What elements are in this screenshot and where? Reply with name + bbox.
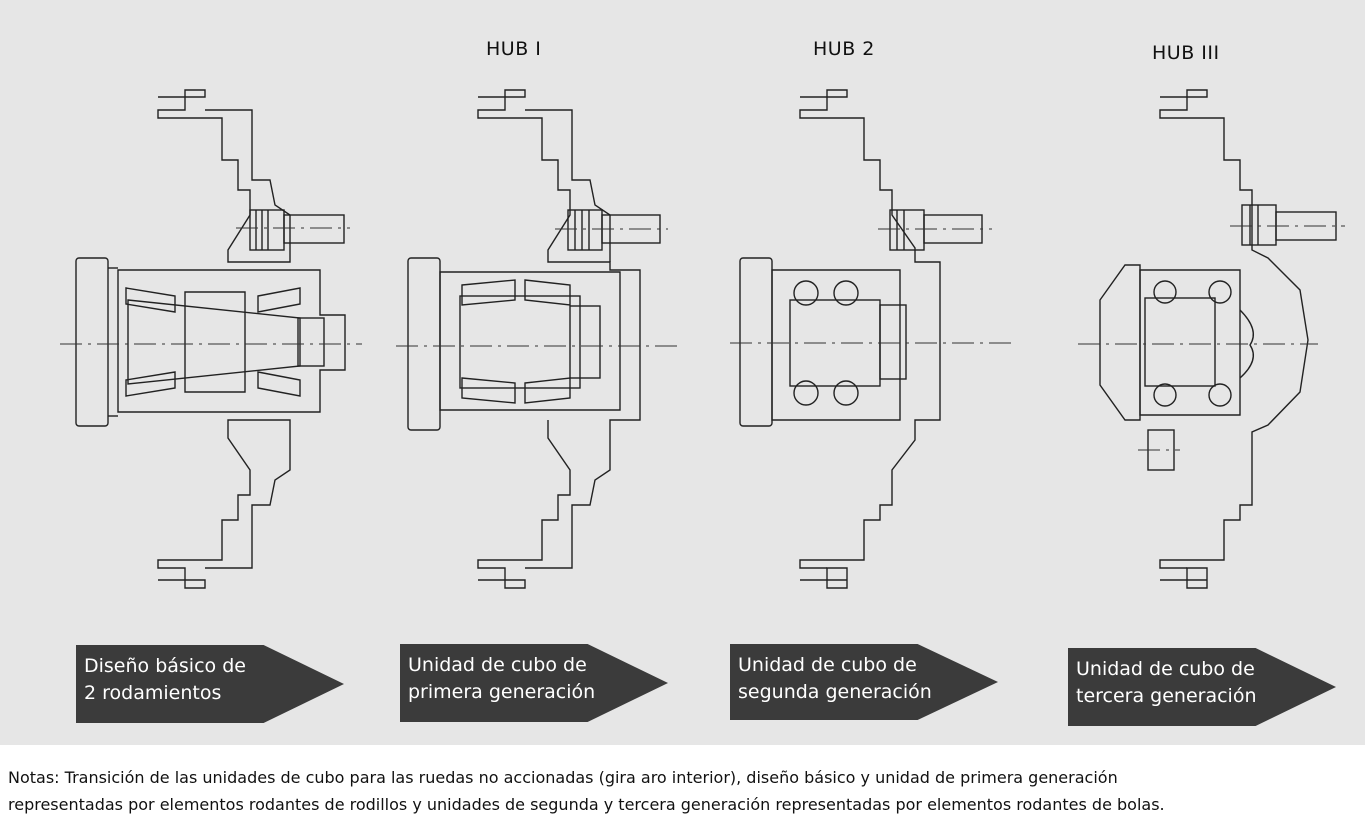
stage-label-line2: segunda generación [738, 681, 932, 703]
stage-label-line2: tercera generación [1076, 685, 1257, 707]
hub2-title: HUB 2 [813, 38, 875, 60]
diagram-panel: HUB I HUB 2 HUB III [0, 0, 1365, 745]
notes-line2: representadas por elementos rodantes de … [8, 795, 1165, 814]
hub-drawing-hub3 [1099, 89, 1337, 589]
hub-drawing-hub1 [407, 89, 661, 589]
hub3-title: HUB III [1152, 42, 1220, 64]
stage-label-line1: Unidad de cubo de [738, 654, 917, 676]
hub-drawings [60, 89, 1345, 589]
stage-label-line2: 2 rodamientos [84, 682, 222, 704]
stage-label-line1: Diseño básico de [84, 655, 246, 677]
hub-drawing-hub2 [739, 89, 983, 589]
notes-text: Notas: Transición de las unidades de cub… [8, 764, 1360, 818]
stage-label-line1: Unidad de cubo de [408, 654, 587, 676]
notes-line1: Notas: Transición de las unidades de cub… [8, 768, 1118, 787]
stage-label-line2: primera generación [408, 681, 596, 703]
stage-label-line1: Unidad de cubo de [1076, 658, 1255, 680]
hub1-title: HUB I [486, 38, 542, 60]
hub-drawing-basic [75, 89, 346, 589]
